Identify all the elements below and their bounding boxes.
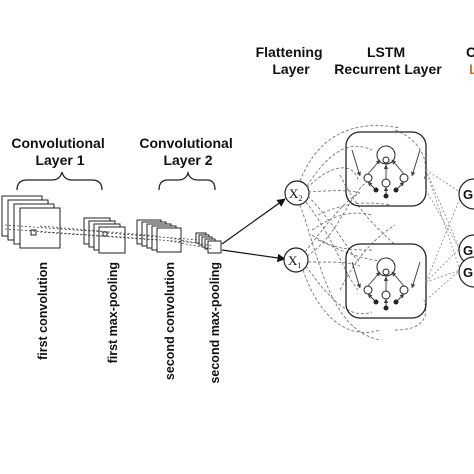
second-max-pooling-label: second max-pooling [208,262,222,384]
first-convolution-label: first convolution [36,262,50,360]
output-node-3: G [458,256,474,288]
lstm-layer-title: LSTM Recurrent Layer [334,44,442,77]
lstm-cell-top [345,131,427,207]
x2-label: X2 [289,186,302,203]
first-max-pooling-label: first max-pooling [106,262,120,363]
conv-layer-2-brace [158,170,216,191]
first-convolution-feature-maps [1,195,61,249]
output-node-1-label: G [463,187,473,202]
x1-node: X1 [283,247,309,273]
second-max-pooling-feature-maps [195,232,222,254]
first-max-pooling-feature-maps [83,217,126,254]
lstm-output-connections [425,169,461,301]
x2-node: X2 [284,180,310,206]
dashed-connections [299,125,427,341]
arrow-to-x2 [221,198,286,245]
conv-layer-2-title: Convolutional Layer 2 [139,135,236,168]
output-node-3-label: G [463,265,473,280]
output-node-1: G [458,178,474,210]
second-convolution-label: second convolution [163,262,177,380]
conv-layer-1-brace [16,171,103,191]
output-layer-title-partial: C L [466,44,474,77]
lstm-cell-bottom [345,243,427,319]
output-node-2-label: G [463,243,473,258]
x1-label: X1 [288,253,301,270]
flattening-layer-title: Flattening Layer [256,44,327,77]
receptive-field-lines [4,224,213,250]
arrow-to-x1 [221,249,286,263]
conv-layer-1-title: Convolutional Layer 1 [11,135,108,168]
